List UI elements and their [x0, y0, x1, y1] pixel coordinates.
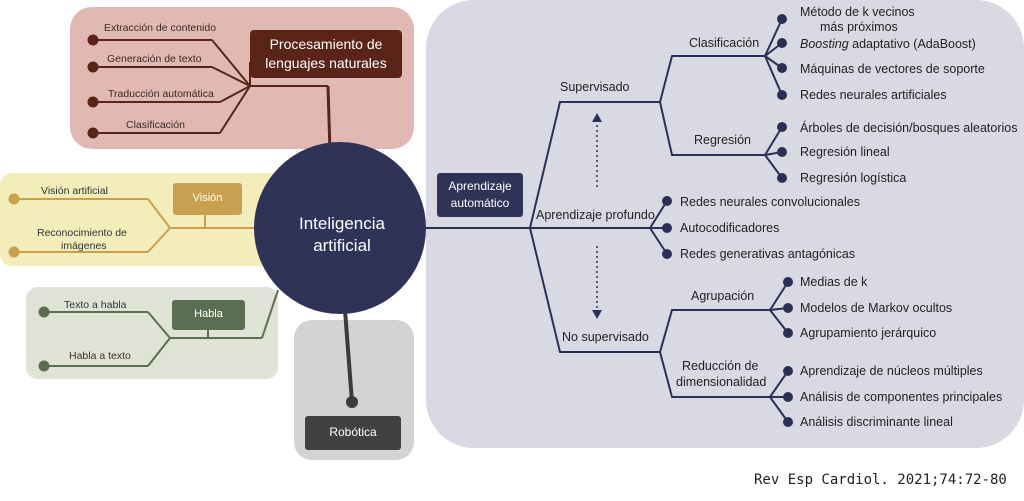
- ml-leaf: Regresión logística: [800, 171, 907, 185]
- ml-leaf-dot: [662, 196, 672, 206]
- ml-leaf: Máquinas de vectores de soporte: [800, 62, 985, 76]
- speech-item: Texto a habla: [64, 299, 127, 311]
- ml-leaf-dot: [783, 328, 793, 338]
- ml-title-2: automático: [450, 196, 510, 210]
- ml-leaf-dot: [777, 90, 787, 100]
- speech-title: Habla: [194, 308, 223, 320]
- vision-connectors: [14, 198, 258, 253]
- nlp-dot: [87, 61, 99, 73]
- nlp-item: Clasificación: [126, 119, 185, 131]
- ml-leaf-boosting-em: Boosting: [800, 37, 849, 51]
- speech-dot: [38, 360, 50, 372]
- nlp-title-1: Procesamiento de: [269, 36, 383, 52]
- ml-supervised: Supervisado: [560, 80, 630, 94]
- ml-leaf: Modelos de Markov ocultos: [800, 301, 953, 315]
- nlp-dot: [87, 96, 99, 108]
- ml-leaf: Árboles de decisión/bosques aleatorios: [800, 121, 1018, 135]
- ml-leaf: Autocodificadores: [680, 221, 780, 235]
- nlp-dot: [87, 34, 99, 46]
- ml-leaf-dot: [777, 173, 787, 183]
- speech-dot: [38, 306, 50, 318]
- robotics-title-box: [305, 416, 401, 450]
- ml-leaf: Método de k vecinos: [800, 5, 915, 19]
- ml-leaf-dot: [783, 392, 793, 402]
- ml-leaf-boosting-rest: adaptativo (AdaBoost): [848, 37, 976, 51]
- vision-item: Reconocimiento de: [37, 227, 127, 239]
- vision-title: Visión: [192, 192, 223, 204]
- vision-dot: [8, 246, 20, 258]
- ml-leaf-dot: [662, 223, 672, 233]
- ml-panel: [426, 0, 1024, 448]
- vision-item: Visión artificial: [41, 185, 108, 197]
- ml-title-1: Aprendizaje: [448, 179, 512, 193]
- nlp-dot: [87, 127, 99, 139]
- ml-classification: Clasificación: [689, 36, 760, 50]
- vision-dot: [8, 193, 20, 205]
- ml-leaf: Redes generativas antagónicas: [680, 247, 856, 261]
- citation: Rev Esp Cardiol. 2021;74:72-80: [754, 472, 1007, 488]
- ml-leaf-dot: [777, 63, 787, 73]
- ml-leaf: más próximos: [820, 20, 898, 34]
- speech-title-box: [172, 300, 245, 330]
- vision-item: imágenes: [61, 240, 107, 252]
- ml-leaf: Redes neurales convolucionales: [680, 195, 860, 209]
- ml-leaf-dot: [783, 303, 793, 313]
- ml-leaf-dot: [777, 14, 787, 24]
- ml-leaf-dot: [783, 277, 793, 287]
- robotics-title: Robótica: [329, 425, 377, 439]
- ml-title-box: [437, 173, 523, 217]
- ml-leaf: Regresión lineal: [800, 145, 890, 159]
- ml-dimred-2: dimensionalidad: [676, 375, 767, 389]
- ml-leaf: Aprendizaje de núcleos múltiples: [800, 364, 983, 378]
- ml-regression: Regresión: [694, 133, 751, 147]
- speech-item: Habla a texto: [69, 350, 131, 362]
- ml-leaf-dot: [783, 417, 793, 427]
- ml-leaf: Análisis de componentes principales: [800, 390, 1003, 404]
- ml-dimred-1: Reducción de: [682, 359, 759, 373]
- nlp-title-box: [250, 30, 402, 78]
- center-label-2: artificial: [313, 236, 371, 255]
- ml-clustering: Agrupación: [691, 289, 755, 303]
- ml-leaf-dot: [777, 147, 787, 157]
- ml-leaf-dot: [777, 38, 787, 48]
- robotics-dot: [346, 396, 358, 408]
- center-label-1: Inteligencia: [298, 214, 385, 233]
- nlp-item: Generación de texto: [107, 53, 202, 65]
- ml-leaf: Boosting adaptativo (AdaBoost): [800, 37, 976, 51]
- ml-leaf: Medias de k: [800, 275, 868, 289]
- nlp-item: Traducción automática: [108, 88, 214, 100]
- ml-deep: Aprendizaje profundo: [536, 208, 655, 222]
- nlp-item: Extracción de contenido: [104, 22, 217, 34]
- ml-leaf-dot: [662, 249, 672, 259]
- ml-unsupervised: No supervisado: [562, 330, 649, 344]
- ml-leaf: Agrupamiento jerárquico: [800, 326, 937, 340]
- ml-leaf: Análisis discriminante lineal: [800, 415, 953, 429]
- center-node: [254, 142, 426, 314]
- ml-leaf-dot: [783, 366, 793, 376]
- nlp-title-2: lenguajes naturales: [265, 55, 387, 71]
- speech-connectors: [44, 289, 279, 367]
- ml-leaf: Redes neurales artificiales: [800, 88, 947, 102]
- ml-leaf-dot: [777, 122, 787, 132]
- vision-title-box: [173, 183, 242, 215]
